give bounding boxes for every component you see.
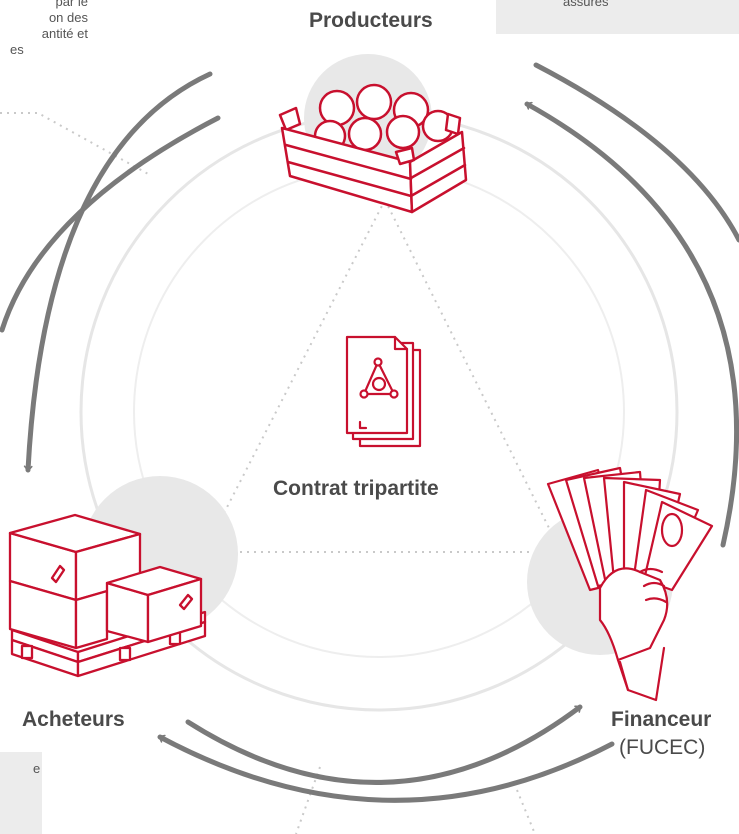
arrow-financer-to-buyers: [157, 734, 615, 803]
fruit-crate-icon: [278, 83, 468, 214]
financer-label: Financeur: [611, 708, 712, 731]
arrow-financer-top-outer: [533, 62, 739, 243]
center-label: Contrat tripartite: [273, 477, 439, 500]
arrow-buyers-to-financer: [185, 704, 583, 785]
top-left-note-line: par le: [55, 0, 88, 9]
top-left-note-line: es: [10, 42, 24, 57]
contract-document-icon: [345, 335, 422, 448]
top-left-note-line: antité et: [41, 26, 88, 41]
pallet-boxes-icon: [8, 513, 207, 678]
bottom-left-note-box: e: [0, 752, 42, 834]
producers-label: Producteurs: [309, 9, 433, 32]
top-left-note: par le on des antité et es: [0, 0, 88, 58]
financer-sublabel: (FUCEC): [619, 736, 706, 759]
bottom-left-note-text: e: [33, 761, 41, 776]
arrow-financer-to-producers: [524, 101, 739, 548]
buyers-label: Acheteurs: [22, 708, 125, 731]
dotted-triangle: [0, 112, 561, 834]
top-right-note-box: assurés: [496, 0, 739, 34]
top-left-note-line: on des: [48, 10, 88, 25]
arrow-producers-to-buyers: [23, 71, 213, 473]
hand-banknotes-icon: [546, 466, 714, 702]
cycle-arrows: [0, 62, 739, 803]
arrow-buyers-to-producers: [0, 115, 221, 333]
top-right-note-text: assurés: [563, 0, 609, 9]
